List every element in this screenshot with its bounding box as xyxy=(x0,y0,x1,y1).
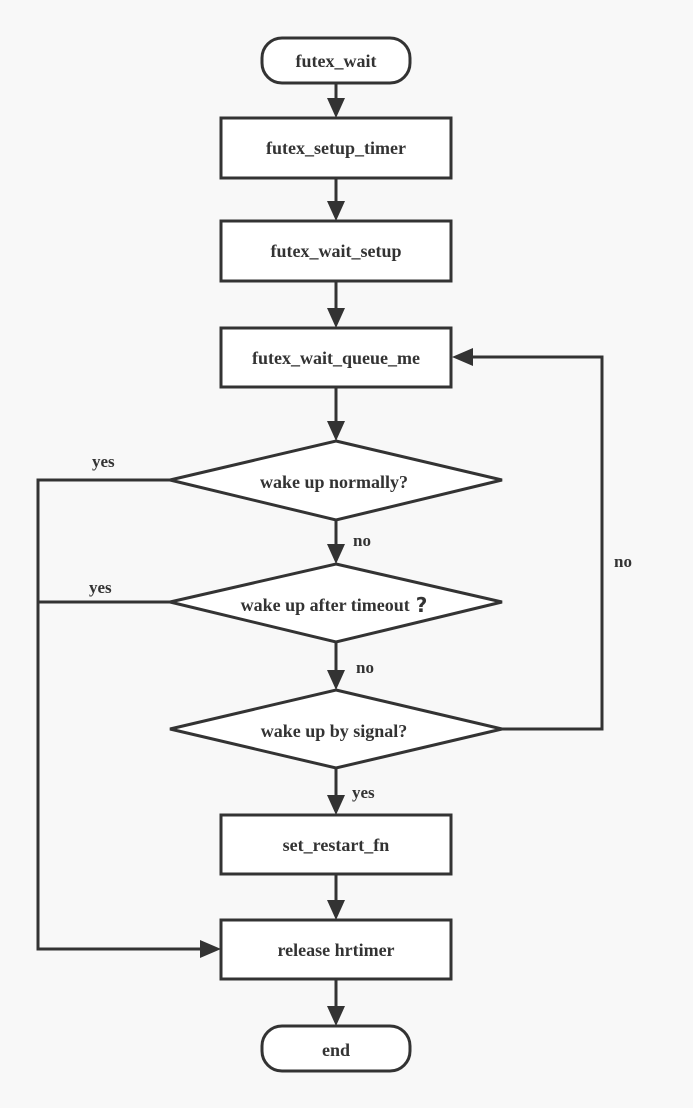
edge-label-timeout-no: no xyxy=(356,658,374,677)
edge-wake-normal-yes xyxy=(36,478,203,951)
wake-signal-label: wake up by signal? xyxy=(261,721,408,741)
edge-labels: yes no yes no yes no xyxy=(89,452,632,802)
edge-label-signal-no: no xyxy=(614,552,632,571)
wake-timeout-text: wake up after timeout xyxy=(241,595,410,615)
wake-timeout-decision xyxy=(169,562,503,644)
arrowhead-setup-timer xyxy=(327,98,345,118)
edge-label-normal-yes: yes xyxy=(92,452,115,471)
start-terminal xyxy=(260,36,412,85)
edge-wake-signal-no xyxy=(470,355,604,731)
edges xyxy=(36,83,604,1008)
edge-label-timeout-yes: yes xyxy=(89,578,112,597)
edge-label-signal-yes: yes xyxy=(352,783,375,802)
arrowhead-queue-me-right xyxy=(452,348,473,366)
arrowhead-wake-normal xyxy=(327,421,345,441)
wait-setup-process xyxy=(219,219,453,283)
wait-setup-label: futex_wait_setup xyxy=(271,241,402,261)
arrowhead-release-left xyxy=(200,940,221,958)
arrowhead-set-restart xyxy=(327,795,345,815)
wake-timeout-question-mark: ? xyxy=(416,593,428,617)
end-label: end xyxy=(322,1040,350,1060)
arrowhead-wake-signal xyxy=(327,670,345,690)
queue-me-label: futex_wait_queue_me xyxy=(252,348,420,368)
queue-me-process xyxy=(219,326,453,389)
start-label: futex_wait xyxy=(296,51,377,71)
arrowhead-queue-me xyxy=(327,308,345,328)
edge-label-normal-no: no xyxy=(353,531,371,550)
set-restart-process xyxy=(219,813,453,876)
setup-timer-process xyxy=(219,116,453,180)
arrowhead-end xyxy=(327,1006,345,1026)
release-label: release hrtimer xyxy=(277,940,394,960)
set-restart-label: set_restart_fn xyxy=(283,835,390,855)
arrowhead-release-top xyxy=(327,900,345,920)
arrowheads xyxy=(200,98,473,1026)
arrowhead-wait-setup xyxy=(327,201,345,221)
wake-normal-decision xyxy=(169,439,503,522)
release-process xyxy=(219,918,453,981)
wake-timeout-label: wake up after timeout? xyxy=(241,593,428,617)
arrowhead-wake-timeout xyxy=(327,544,345,564)
nodes: futex_wait futex_setup_timer futex_wait_… xyxy=(169,36,503,1073)
wake-signal-decision xyxy=(169,688,503,770)
wake-normal-label: wake up normally? xyxy=(260,472,408,492)
setup-timer-label: futex_setup_timer xyxy=(266,138,406,158)
end-terminal xyxy=(260,1024,412,1073)
